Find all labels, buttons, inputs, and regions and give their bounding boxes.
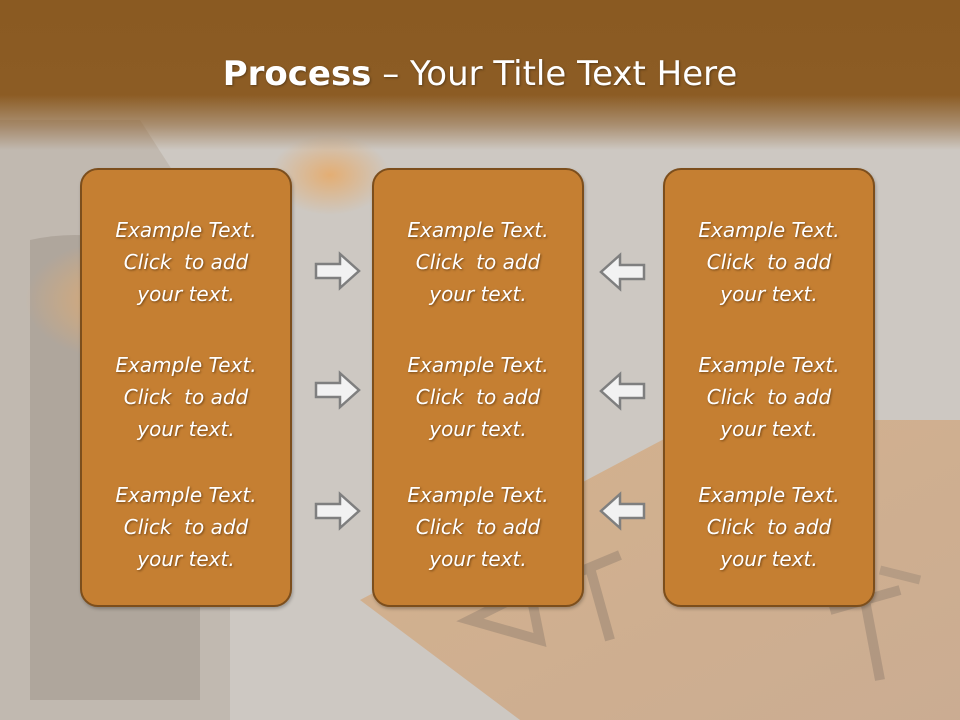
title-rest: – Your Title Text Here [371, 54, 738, 94]
text-line: your text. [429, 282, 527, 306]
text-placeholder[interactable]: Example Text. Click to add your text. [374, 479, 582, 575]
text-placeholder[interactable]: Example Text. Click to add your text. [82, 349, 290, 445]
text-line: Click to add [706, 250, 832, 274]
text-placeholder[interactable]: Example Text. Click to add your text. [665, 349, 873, 445]
slide-title[interactable]: Process – Your Title Text Here [0, 52, 960, 96]
text-placeholder[interactable]: Example Text. Click to add your text. [665, 214, 873, 310]
text-line: your text. [137, 547, 235, 571]
text-line: your text. [429, 417, 527, 441]
text-line: Example Text. [698, 483, 840, 507]
title-bold: Process [222, 54, 372, 94]
text-line: Example Text. [698, 218, 840, 242]
arrow-left-icon[interactable] [598, 371, 646, 411]
text-placeholder[interactable]: Example Text. Click to add your text. [374, 349, 582, 445]
arrow-right-icon[interactable] [314, 251, 362, 291]
arrow-left-icon[interactable] [598, 491, 646, 531]
text-line: your text. [137, 282, 235, 306]
text-line: Example Text. [698, 353, 840, 377]
text-placeholder[interactable]: Example Text. Click to add your text. [82, 479, 290, 575]
text-line: Example Text. [115, 353, 257, 377]
text-line: Click to add [123, 250, 249, 274]
text-line: your text. [137, 417, 235, 441]
left-panel[interactable]: Example Text. Click to add your text. Ex… [80, 168, 292, 607]
text-placeholder[interactable]: Example Text. Click to add your text. [374, 214, 582, 310]
text-line: Click to add [123, 515, 249, 539]
text-line: Click to add [123, 385, 249, 409]
right-panel[interactable]: Example Text. Click to add your text. Ex… [663, 168, 875, 607]
text-line: Example Text. [115, 483, 257, 507]
title-bar [0, 0, 960, 150]
text-line: Example Text. [407, 483, 549, 507]
text-line: Example Text. [115, 218, 257, 242]
text-line: Click to add [415, 385, 541, 409]
text-line: your text. [720, 547, 818, 571]
text-line: Click to add [706, 515, 832, 539]
text-line: your text. [720, 282, 818, 306]
text-line: Click to add [415, 515, 541, 539]
text-line: your text. [720, 417, 818, 441]
text-line: Click to add [706, 385, 832, 409]
text-line: Example Text. [407, 353, 549, 377]
text-placeholder[interactable]: Example Text. Click to add your text. [82, 214, 290, 310]
text-line: Example Text. [407, 218, 549, 242]
center-panel[interactable]: Example Text. Click to add your text. Ex… [372, 168, 584, 607]
text-line: your text. [429, 547, 527, 571]
arrow-right-icon[interactable] [314, 370, 362, 410]
text-line: Click to add [415, 250, 541, 274]
arrow-right-icon[interactable] [314, 491, 362, 531]
text-placeholder[interactable]: Example Text. Click to add your text. [665, 479, 873, 575]
arrow-left-icon[interactable] [598, 252, 646, 292]
